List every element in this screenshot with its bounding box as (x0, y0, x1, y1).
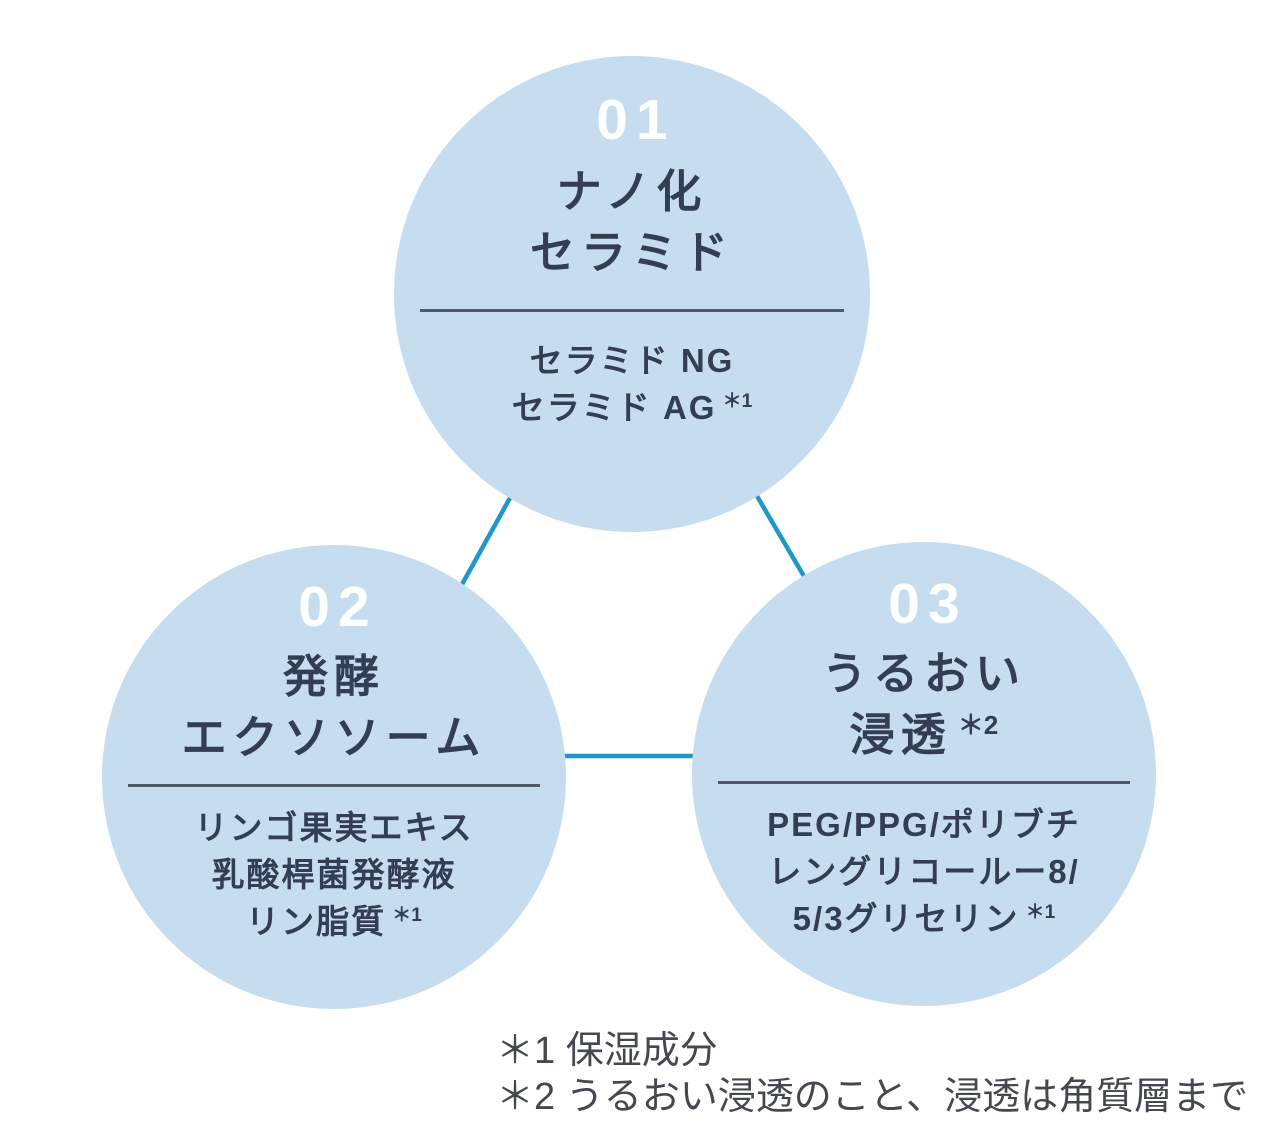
ingredient-list: リンゴ果実エキス 乳酸桿菌発酵液 リン脂質＊1 (194, 805, 473, 946)
circle-title-line: 発酵 (282, 651, 385, 702)
ingredient-line: リンゴ果実エキス (194, 809, 474, 847)
ingredient-line: セラミド AG＊1 (511, 389, 753, 427)
circle-title-line: セラミド (529, 227, 734, 279)
circle-title-line: 浸透＊2 (849, 709, 999, 761)
divider-line (420, 309, 844, 313)
ingredient-line: レングリコールー8/ (768, 853, 1080, 891)
circle-title-line: ナノ化 (556, 166, 708, 217)
ingredient-circle-01: 01 ナノ化 セラミド セラミド NG セラミド AG＊1 (394, 56, 870, 532)
footnote-marker: ＊1 (392, 905, 422, 927)
footnote-marker: ＊1 (722, 391, 753, 413)
divider-line (127, 784, 541, 788)
circle-number: 02 (298, 575, 378, 639)
footnote-marker: ＊2 (957, 710, 999, 741)
footnote-marker: ＊1 (1025, 902, 1056, 924)
ingredient-line: 乳酸桿菌発酵液 (211, 856, 457, 894)
circle-title-line: うるおい (821, 648, 1026, 699)
ingredient-circle-03: 03 うるおい 浸透＊2 PEG/PPG/ポリブチ レングリコールー8/ 5/3… (692, 542, 1156, 1006)
ingredient-circle-02: 02 発酵 エクソソーム リンゴ果実エキス 乳酸桿菌発酵液 リン脂質＊1 (102, 545, 566, 1009)
ingredient-list: セラミド NG セラミド AG＊1 (512, 338, 752, 432)
footnotes: ＊1 保湿成分 ＊2 うるおい浸透のこと、浸透は角質層まで (496, 1028, 1248, 1121)
ingredient-line: セラミド NG (529, 342, 735, 380)
ingredient-line: PEG/PPG/ポリブチ (767, 806, 1081, 844)
circle-title: 発酵 エクソソーム (182, 646, 487, 768)
circle-title-line: エクソソーム (181, 712, 487, 764)
circle-title: うるおい 浸透＊2 (822, 643, 1026, 765)
footnote-line-2: ＊2 うるおい浸透のこと、浸透は角質層まで (496, 1076, 1249, 1119)
ingredient-list: PEG/PPG/ポリブチ レングリコールー8/ 5/3グリセリン＊1 (767, 802, 1081, 943)
footnote-line-1: ＊1 保湿成分 (496, 1030, 718, 1072)
divider-line (717, 781, 1131, 785)
ingredient-line: リン脂質＊1 (246, 903, 422, 941)
circle-number: 01 (596, 88, 676, 152)
ingredient-line: 5/3グリセリン＊1 (792, 900, 1056, 938)
circle-number: 03 (888, 572, 968, 636)
circle-title: ナノ化 セラミド (530, 161, 734, 283)
